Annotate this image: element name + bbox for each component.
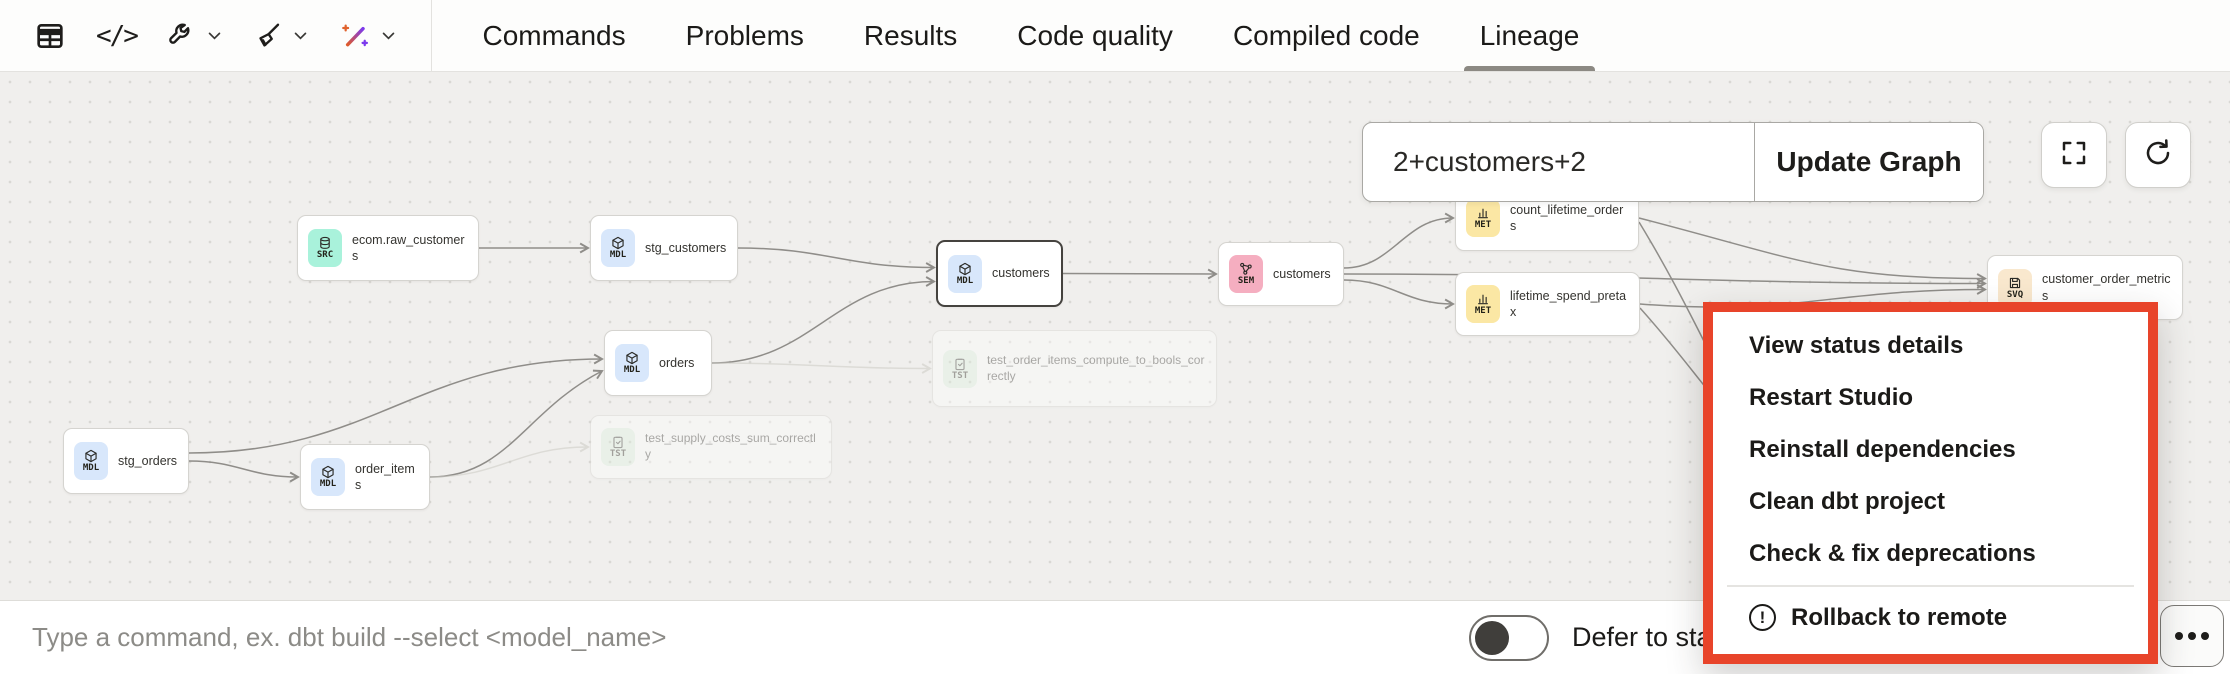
defer-label: Defer to sta [1572,621,1712,652]
magic-wand-icon [339,20,371,52]
defer-toggle[interactable] [1469,615,1549,661]
node-label: stg_orders [118,453,178,468]
more-options-button[interactable] [2160,605,2224,667]
node-label: order_items [355,461,415,492]
graph-selector-input[interactable] [1363,123,1754,201]
menu-item-label: Clean dbt project [1749,488,1946,515]
tab-results[interactable]: Results [863,19,958,51]
bars-icon: MET [1466,199,1500,237]
refresh-icon [2142,137,2174,174]
command-input[interactable] [32,601,1382,673]
menu-item-label: Rollback to remote [1791,603,2008,631]
node-label: count_lifetime_orders [1510,202,1624,233]
node-label: test_supply_costs_sum_correctly [645,431,816,461]
node-label: customer_order_metrics [2042,272,2171,303]
node-label: ecom.raw_customers [352,232,465,263]
lineage-node-test-order-items[interactable]: TST test_order_items_compute_to_bools_cor… [932,330,1217,407]
chevron-down-icon [380,27,397,44]
toolbar-divider [430,0,433,71]
node-label: stg_customers [645,240,727,255]
lineage-node-customers-sem[interactable]: SEM customers [1218,242,1344,306]
menu-item-rollback-to-remote[interactable]: ! Rollback to remote [1713,592,2148,644]
code-icon[interactable]: </> [96,20,139,51]
lineage-node-test-supply[interactable]: TST test_supply_costs_sum_correctly [590,415,832,479]
clipboard-icon: TST [943,349,977,388]
menu-item-reinstall-dependencies[interactable]: Reinstall dependencies [1713,424,2148,476]
menu-divider [1727,585,2134,587]
tab-code-quality[interactable]: Code quality [1017,19,1173,51]
lineage-node-stg-customers[interactable]: MDL stg_customers [590,215,738,281]
chevron-down-icon [206,27,223,44]
floppy-icon: SVQ [1998,268,2032,307]
wrench-icon [167,21,197,51]
tab-lineage[interactable]: Lineage [1463,0,1595,71]
lineage-node-stg-orders[interactable]: MDL stg_orders [63,428,189,494]
fullscreen-button[interactable] [2041,122,2107,188]
database-icon: SRC [308,229,342,267]
tab-compiled-code[interactable]: Compiled code [1232,19,1420,51]
menu-item-check-fix-deprecations[interactable]: Check & fix deprecations [1713,528,2148,580]
node-label: customers [992,266,1050,281]
tab-commands[interactable]: Commands [482,19,626,51]
menu-item-view-status-details[interactable]: View status details [1713,320,2148,372]
network-icon: SEM [1229,255,1263,293]
lineage-node-customers-mdl[interactable]: MDL customers [936,240,1063,307]
menu-item-label: Check & fix deprecations [1749,540,2036,567]
bars-icon: MET [1466,285,1500,323]
lineage-edges [188,212,1987,498]
broom-icon [253,21,283,51]
lineage-node-orders[interactable]: MDL orders [604,330,712,396]
node-label: customers [1273,266,1331,281]
fullscreen-icon [2059,138,2089,173]
lineage-node-order-items[interactable]: MDL order_items [300,444,430,510]
clipboard-icon: TST [601,428,635,466]
cube-icon: MDL [615,344,649,382]
magic-wand-menu[interactable] [339,20,397,52]
wrench-menu[interactable] [167,21,223,51]
selector-box: Update Graph [1362,122,1984,202]
node-label: lifetime_spend_pretax [1510,288,1627,319]
node-label: test_order_items_compute_to_bools_correc… [987,352,1205,383]
cube-icon: MDL [601,229,635,267]
toolbar-icon-group: </> [0,0,431,71]
node-label: orders [659,355,695,370]
lineage-node-lifetime-spend-pretax[interactable]: MET lifetime_spend_pretax [1455,272,1640,336]
menu-item-restart-studio[interactable]: Restart Studio [1713,372,2148,424]
lineage-node-raw-customers[interactable]: SRC ecom.raw_customers [297,215,479,281]
menu-item-label: Restart Studio [1749,384,1914,411]
update-graph-button[interactable]: Update Graph [1754,123,1983,201]
chevron-down-icon [292,27,309,44]
menu-item-clean-dbt-project[interactable]: Clean dbt project [1713,476,2148,528]
cube-icon: MDL [311,458,345,496]
graph-selector-group: Update Graph [1362,122,1984,202]
panel-tabs: Commands Problems Results Code quality Compi… [432,0,1595,71]
table-icon[interactable] [34,20,66,52]
cube-icon: MDL [74,442,108,480]
refresh-button[interactable] [2125,122,2191,188]
cube-icon: MDL [948,254,982,293]
warning-icon: ! [1749,604,1776,631]
toggle-knob [1475,621,1509,655]
menu-item-label: Reinstall dependencies [1749,436,2016,463]
broom-menu[interactable] [253,21,309,51]
tab-problems[interactable]: Problems [685,19,804,51]
menu-item-label: View status details [1749,332,1964,359]
